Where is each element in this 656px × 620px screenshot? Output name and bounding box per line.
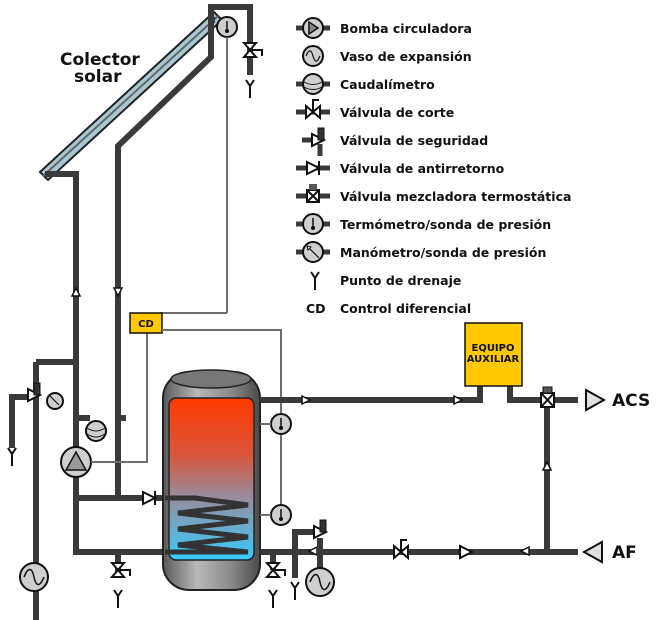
legend-item: Termómetro/sonda de presión [296, 213, 551, 235]
hot-water-outlet-arrow [585, 388, 607, 412]
expansion-vessel-left [19, 562, 49, 592]
svg-text:Válvula de corte: Válvula de corte [340, 105, 454, 120]
svg-text:Bomba circuladora: Bomba circuladora [340, 21, 472, 36]
drain-left [7, 447, 17, 467]
thermostatic-mixing-valve [540, 386, 555, 408]
svg-text:Caudalímetro: Caudalímetro [340, 77, 435, 92]
expansion-vessel-icon [302, 45, 324, 67]
legend-item: Manómetro/sonda de presión [296, 241, 546, 263]
circulation-pump [60, 446, 92, 478]
legend-item: Caudalímetro [296, 73, 435, 95]
drain-bottom-right-2 [290, 581, 300, 601]
thermometer-icon [296, 213, 330, 235]
flowmeter [85, 420, 107, 442]
storage-tank [162, 369, 261, 591]
tank-thermometer-bottom [270, 504, 292, 526]
drain-bottom-right [268, 589, 278, 609]
collector-label: Colector [60, 50, 140, 70]
legend-item: Punto de drenaje [310, 271, 461, 291]
svg-text:Válvula mezcladora termostátic: Válvula mezcladora termostática [340, 189, 571, 204]
svg-text:Válvula de antirretorno: Válvula de antirretorno [340, 161, 505, 176]
shutoff-valve-bottom-right [266, 562, 286, 578]
safety-valve-dhw [313, 519, 327, 539]
svg-text:EQUIPO: EQUIPO [471, 343, 514, 354]
mixing-valve-icon [296, 184, 330, 203]
legend-item: Bomba circuladora [296, 17, 472, 39]
manometer [46, 392, 64, 410]
shutoff-valve-cold [393, 539, 409, 559]
svg-text:Válvula de seguridad: Válvula de seguridad [340, 133, 488, 148]
solar-collector [38, 10, 224, 182]
auxiliary-equipment: EQUIPO AUXILIAR [464, 322, 523, 387]
legend-item: CD Control diferencial [306, 301, 471, 316]
differential-controller: CD [129, 312, 163, 334]
flowmeter-icon [296, 73, 330, 95]
legend-item: Válvula de seguridad [302, 127, 488, 156]
legend-item: Vaso de expansión [302, 45, 472, 67]
svg-text:Termómetro/sonda de presión: Termómetro/sonda de presión [340, 217, 551, 232]
svg-text:AUXILIAR: AUXILIAR [467, 354, 520, 365]
expansion-vessel-dhw [305, 567, 335, 597]
pump-icon [296, 17, 330, 39]
check-valve-icon [296, 160, 330, 176]
svg-text:Control diferencial: Control diferencial [340, 301, 471, 316]
collector-thermometer [216, 16, 238, 38]
legend-item: Válvula mezcladora termostática [296, 184, 571, 204]
cold-water-label: AF [612, 543, 637, 563]
svg-text:Punto de drenaje: Punto de drenaje [340, 273, 461, 288]
collector-drain [245, 79, 255, 99]
hot-water-label: ACS [612, 391, 650, 411]
legend-item: Válvula de corte [296, 99, 454, 120]
svg-text:Manómetro/sonda de presión: Manómetro/sonda de presión [340, 245, 546, 260]
check-valve-solar [142, 490, 158, 506]
svg-text:CD: CD [138, 319, 154, 330]
drain-point-icon [310, 271, 320, 291]
cd-icon: CD [306, 301, 326, 316]
collector-label-line2: solar [74, 67, 122, 87]
manometer-icon [296, 241, 330, 263]
drain-bottom-left [113, 589, 123, 609]
shutoff-valve-bottom-left [111, 562, 131, 578]
legend: Bomba circuladora Vaso de expansión Caud… [296, 17, 571, 316]
check-valve-cold [459, 544, 475, 560]
tank-thermometer-top [270, 413, 292, 435]
shutoff-valve-icon [296, 99, 330, 119]
collector-shutoff-valve [243, 42, 263, 58]
svg-text:Vaso de expansión: Vaso de expansión [340, 49, 472, 64]
legend-item: Válvula de antirretorno [296, 160, 505, 176]
cold-water-inlet-arrow [581, 540, 603, 564]
safety-valve-icon [302, 127, 325, 156]
